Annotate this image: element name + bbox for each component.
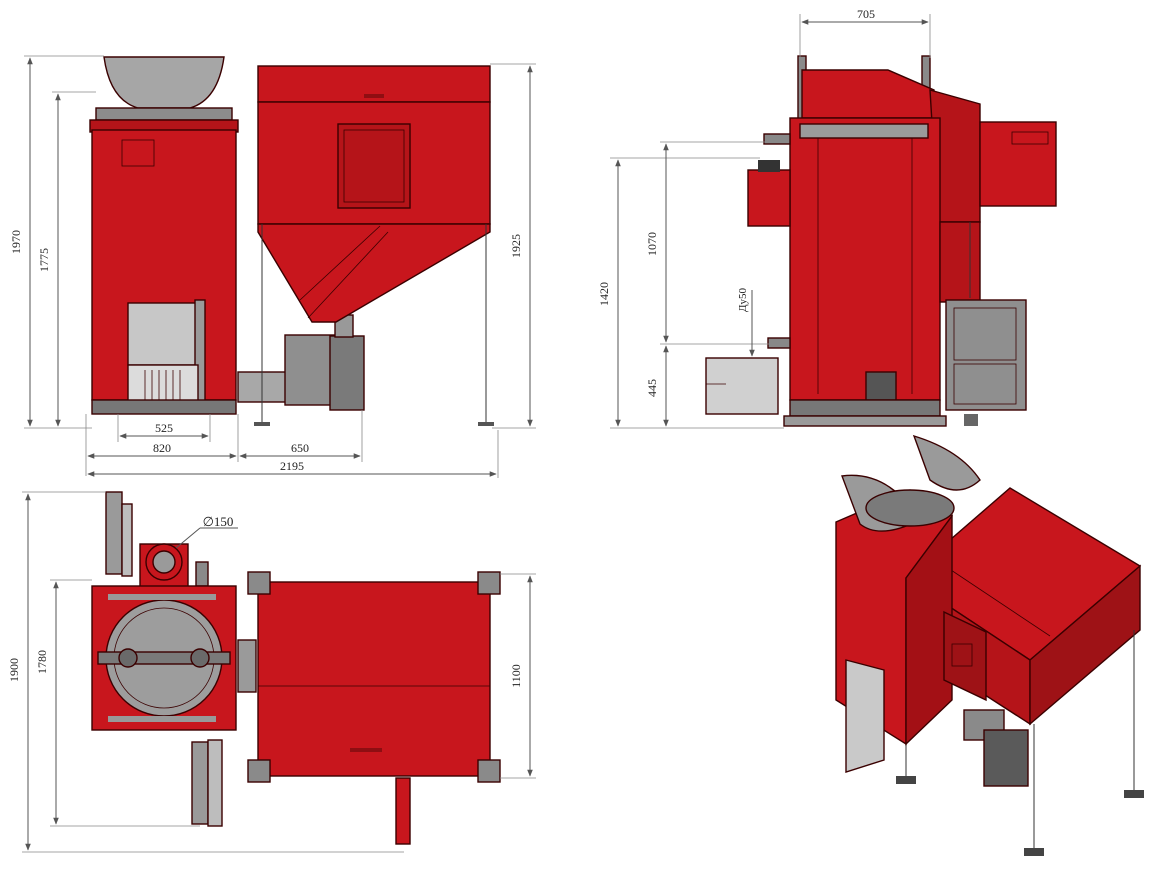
front-ash-door xyxy=(127,302,199,366)
front-hopper-funnel xyxy=(257,223,491,323)
side-view: 705 1420 1070 445 Ду50 xyxy=(597,7,1057,429)
dim-boiler-height: 1775 xyxy=(37,248,51,272)
top-hopper xyxy=(257,581,491,777)
dim-overall-depth: 1900 xyxy=(7,658,21,682)
side-ash-box xyxy=(705,357,779,415)
dim-flue-diameter: ∅150 xyxy=(203,514,234,529)
side-boiler-top xyxy=(801,69,935,119)
dim-top-width: 705 xyxy=(857,7,875,21)
dim-total-height: 1420 xyxy=(597,282,611,306)
dim-outlet-height: 1070 xyxy=(645,232,659,256)
dim-hopper-depth: 1100 xyxy=(509,664,523,688)
iso-auger-motor xyxy=(983,729,1029,787)
dim-base-width: 525 xyxy=(155,421,173,435)
top-hopper-handle xyxy=(395,777,411,845)
front-view: 1970 1775 1925 525 820 650 2195 xyxy=(9,55,536,478)
dim-bottom-height: 445 xyxy=(645,379,659,397)
side-ash-door xyxy=(945,299,1027,411)
side-control-panel xyxy=(979,121,1057,207)
iso-open-door xyxy=(845,659,885,773)
iso-control-display xyxy=(951,643,973,667)
front-fuel-bowl xyxy=(103,56,225,109)
side-flue-fan xyxy=(747,169,791,227)
dim-pipe-label: Ду50 xyxy=(737,288,749,313)
iso-open-lid-right xyxy=(912,434,981,491)
dim-hopper-height: 1925 xyxy=(509,234,523,258)
front-hopper-hatch xyxy=(337,123,411,209)
isometric-view xyxy=(835,434,1144,856)
dim-overall-height: 1970 xyxy=(9,230,23,254)
dim-boiler-depth: 1780 xyxy=(35,650,49,674)
top-view: 1900 1780 1100 ∅150 xyxy=(7,491,536,853)
side-boiler-body xyxy=(789,117,941,401)
dim-boiler-width: 820 xyxy=(153,441,171,455)
front-auger-motor xyxy=(329,335,365,411)
dim-auger-width: 650 xyxy=(291,441,309,455)
dim-overall-width: 2195 xyxy=(280,459,304,473)
